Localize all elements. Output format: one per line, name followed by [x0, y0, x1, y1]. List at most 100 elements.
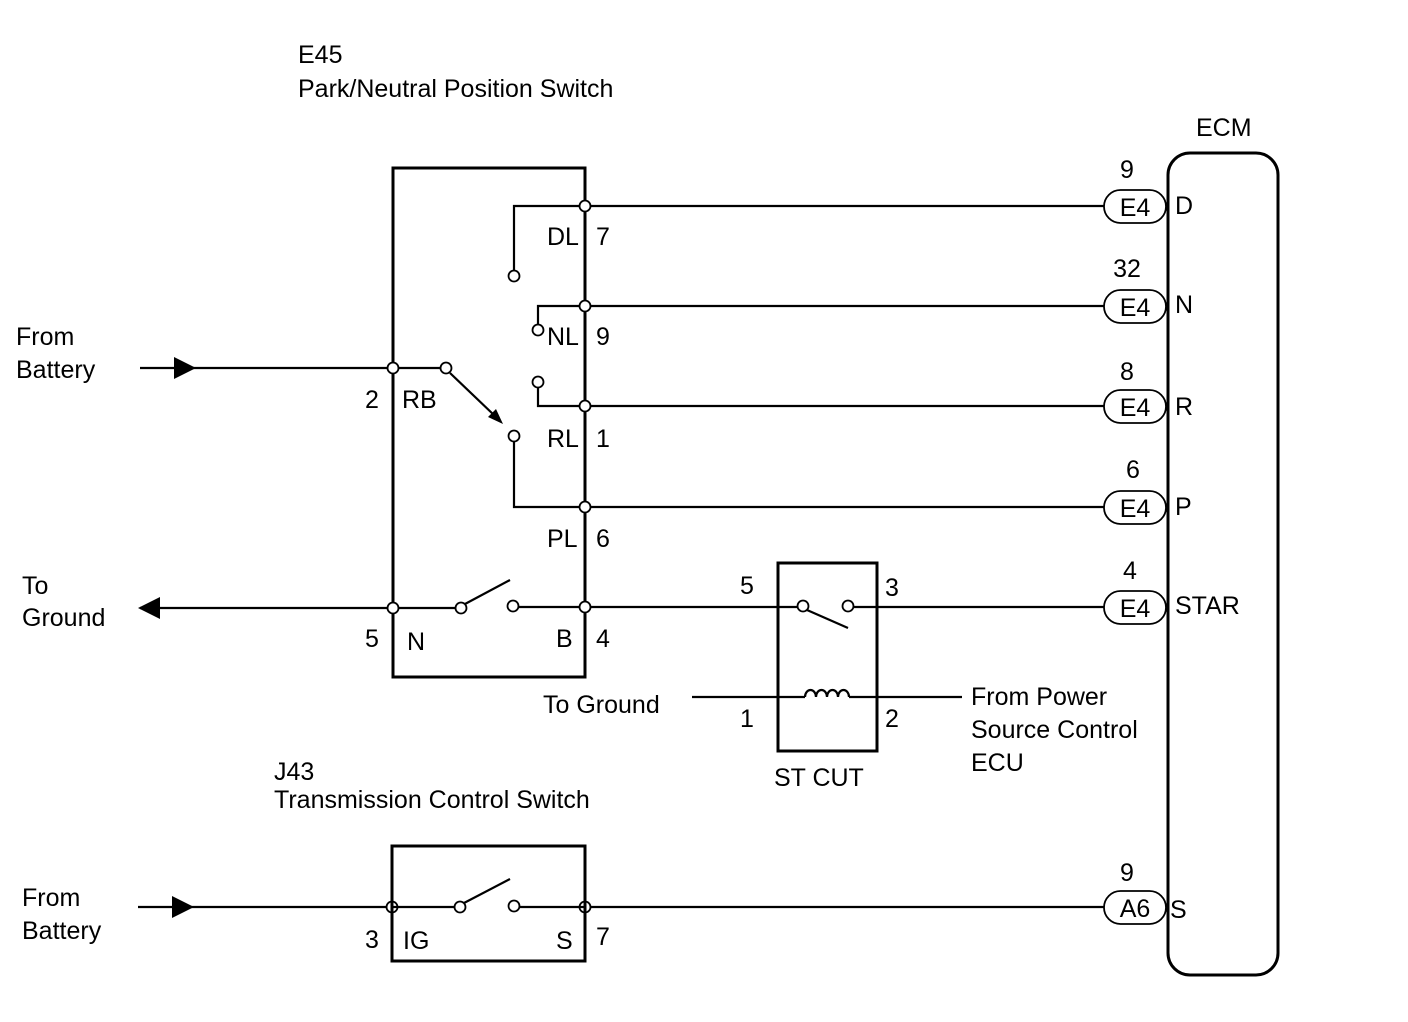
dl-contact: [507, 269, 521, 283]
connector-badge: [1103, 590, 1167, 625]
neutral-switch-pivot: [454, 601, 468, 615]
connector-badge: [1103, 189, 1167, 224]
nl-contact: [531, 323, 545, 337]
pl-contact-wire: [512, 442, 585, 509]
connector-code: E4: [1120, 495, 1151, 523]
pl-contact: [507, 429, 521, 443]
pl-pin: 6: [596, 525, 610, 553]
park-neutral-position-switch: E45 Park/Neutral Position Switch DL 7 NL…: [298, 41, 613, 679]
pnp-switch-housing: [391, 166, 587, 679]
tcs-switch-blade: [463, 878, 511, 904]
rl-pin: 1: [596, 425, 610, 453]
b-label: B: [556, 625, 573, 653]
selector-pivot: [439, 361, 453, 375]
st-cut-name: ST CUT: [774, 764, 864, 792]
ecm-pin: 9: [1120, 156, 1134, 184]
from-power-source-line2: Source Control: [971, 716, 1138, 744]
nl-label: NL: [547, 323, 579, 351]
ecm-terminal: STAR: [1175, 592, 1240, 620]
neutral-switch-contact: [506, 599, 520, 613]
n-label: N: [407, 628, 425, 656]
connector-code: E4: [1120, 294, 1151, 322]
rl-contact-wire: [536, 388, 585, 408]
ecm-pin: 6: [1126, 456, 1140, 484]
tcs-switch-contact: [507, 899, 521, 913]
node-n: [386, 601, 400, 615]
from-battery-2-label-line2: Battery: [22, 917, 102, 945]
connector-badge: [1103, 389, 1167, 424]
tcs-code: J43: [274, 758, 314, 786]
selector-arm: [449, 372, 496, 417]
node-rb: [386, 361, 400, 375]
from-battery-2-label-line1: From: [22, 884, 80, 912]
node-b: [578, 600, 592, 614]
ecm-pin: 9: [1120, 859, 1134, 887]
relay-coil-icon: [803, 688, 851, 698]
ecm-terminal: R: [1175, 393, 1193, 421]
rb-pin: 2: [365, 386, 379, 414]
st-cut-switch-contact: [841, 599, 855, 613]
transmission-control-switch: J43 Transmission Control Switch 3 IG S 7: [274, 758, 610, 963]
nl-contact-wire: [536, 304, 585, 324]
tcs-switch-pivot: [453, 900, 467, 914]
s-label: S: [556, 927, 573, 955]
connector-code: E4: [1120, 595, 1151, 623]
st-cut-switch-blade: [806, 608, 849, 630]
dl-label: DL: [547, 223, 579, 251]
connector-badge: [1103, 890, 1167, 925]
ecm-name: ECM: [1196, 114, 1252, 142]
to-ground-label-line1: To: [22, 572, 48, 600]
from-battery-label-line2: Battery: [16, 356, 96, 384]
node-nl: [578, 299, 592, 313]
ecm-terminal: N: [1175, 291, 1193, 319]
st-cut-pin-coil-ground: 1: [740, 705, 754, 733]
arrow-in-battery-2-icon: [172, 896, 194, 918]
connector-badge: [1103, 490, 1167, 525]
st-cut-housing: [776, 561, 879, 753]
st-cut-pin-in: 5: [740, 572, 754, 600]
ig-pin: 3: [365, 926, 379, 954]
ecm-pin: 4: [1123, 557, 1137, 585]
to-ground-label-line2: Ground: [22, 604, 105, 632]
to-ground-coil-label: To Ground: [543, 691, 660, 719]
connector-code: E4: [1120, 394, 1151, 422]
st-cut-switch-pivot: [796, 599, 810, 613]
connector-code: E4: [1120, 194, 1151, 222]
connector-badge: [1103, 289, 1167, 324]
selector-arrow-icon: [488, 409, 503, 424]
s-pin: 7: [596, 923, 610, 951]
st-cut-pin-coil-power: 2: [885, 705, 899, 733]
rb-label: RB: [402, 386, 437, 414]
from-power-source-line1: From Power: [971, 683, 1107, 711]
ecm-pin: 32: [1113, 255, 1141, 283]
st-cut-relay: 5 3 1 2 ST CUT: [692, 561, 962, 792]
from-power-source-line3: ECU: [971, 749, 1024, 777]
neutral-switch-blade: [464, 579, 511, 605]
arrow-in-battery-icon: [174, 357, 196, 379]
b-pin: 4: [596, 625, 610, 653]
n-pin: 5: [365, 625, 379, 653]
node-pl: [578, 500, 592, 514]
tcs-name: Transmission Control Switch: [274, 786, 590, 814]
ig-label: IG: [403, 927, 429, 955]
external-labels: From Battery To Ground To Ground From Po…: [16, 323, 1138, 945]
tcs-housing: [390, 844, 587, 963]
ecm: ECM 9 E4 D 32 E4 N 8 E4 R 6 E4 P 4 E4 ST…: [1103, 114, 1280, 977]
pl-label: PL: [547, 525, 578, 553]
ecm-pin: 8: [1120, 358, 1134, 386]
node-dl: [578, 199, 592, 213]
ecm-terminal: S: [1170, 896, 1187, 924]
ecm-housing: [1166, 151, 1280, 977]
ecm-terminal: D: [1175, 192, 1193, 220]
dl-contact-wire: [512, 204, 585, 270]
ecm-terminal: P: [1175, 493, 1192, 521]
arrow-out-ground-icon: [138, 597, 160, 619]
rl-contact: [531, 375, 545, 389]
pnp-switch-code: E45: [298, 41, 342, 69]
pnp-switch-name: Park/Neutral Position Switch: [298, 75, 613, 103]
rl-label: RL: [547, 425, 579, 453]
harness-wires: [138, 204, 1104, 918]
node-rl: [578, 399, 592, 413]
connector-code: A6: [1120, 895, 1151, 923]
